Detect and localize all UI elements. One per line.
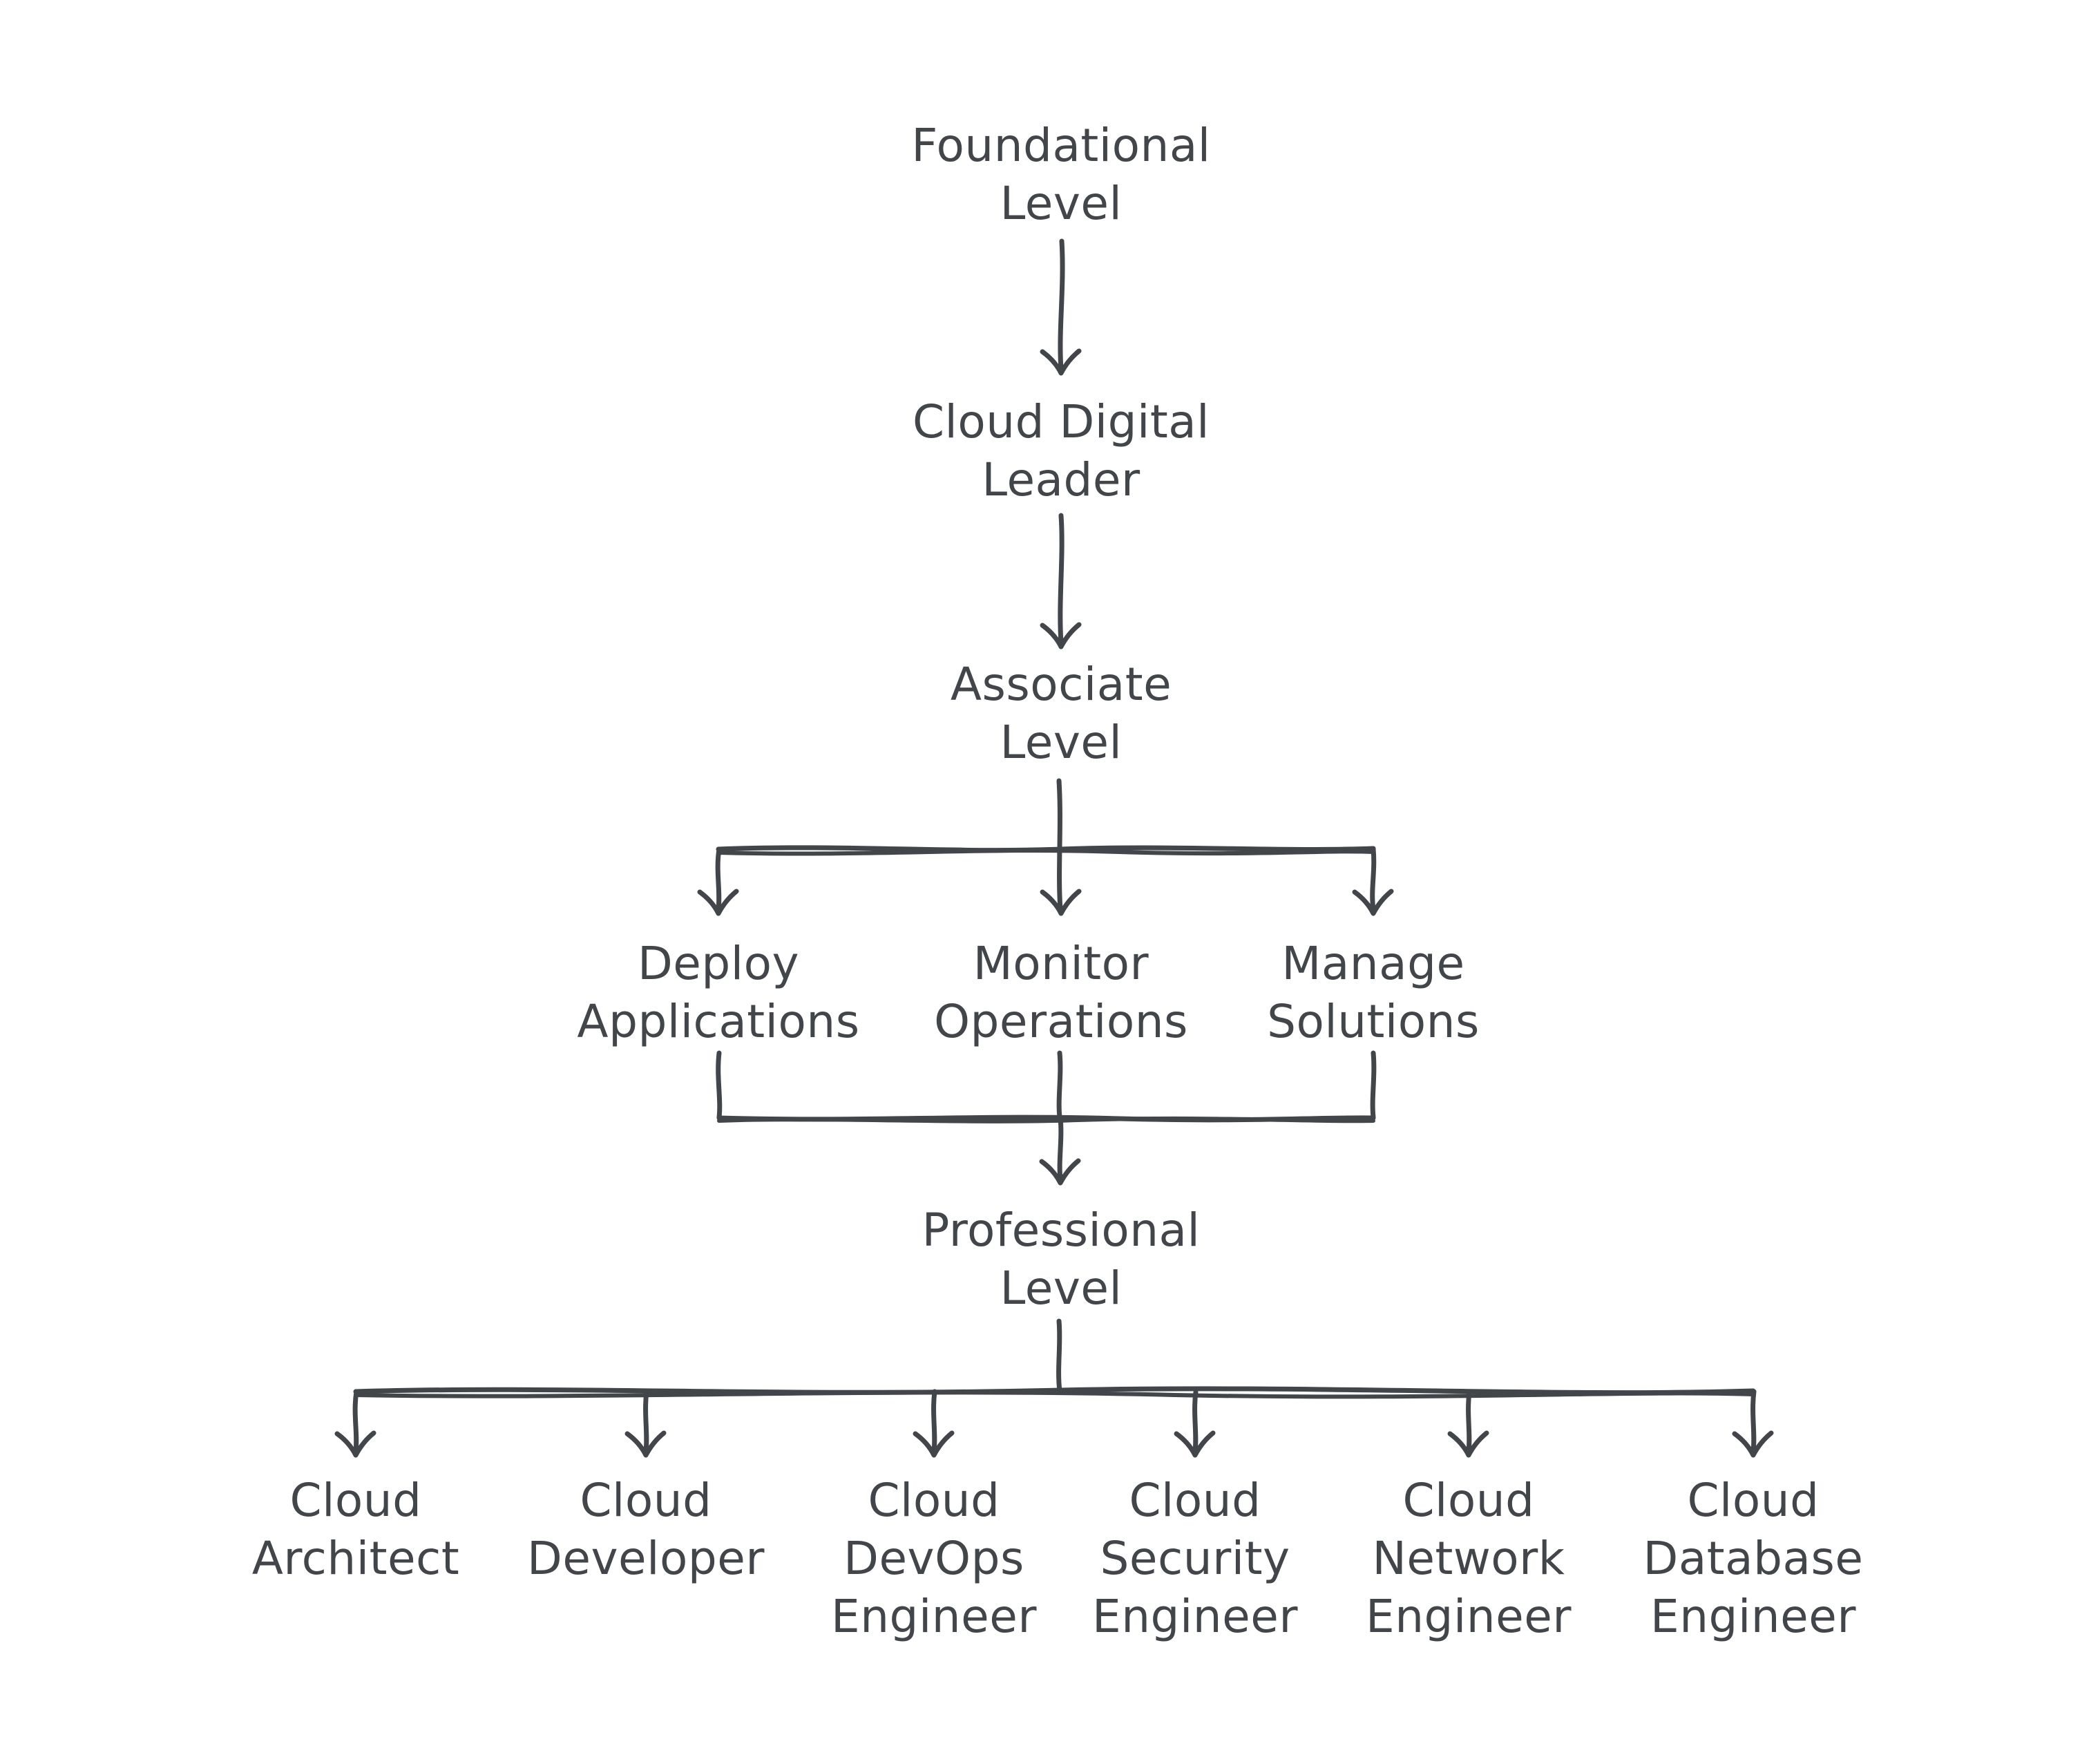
split-right-line: [1370, 846, 1377, 912]
split-right-arrowhead-icon: [1352, 889, 1394, 916]
fanout-center-line: [1056, 1318, 1062, 1394]
fanout-arrowhead-devops-icon: [913, 1430, 955, 1458]
node-cloud-developer: Cloud Developer: [527, 1474, 765, 1585]
edge-foundational-to-leader-arrowhead-icon: [1040, 348, 1082, 376]
edge-leader-to-associate-line: [1058, 513, 1065, 645]
fanout-line-security: [1192, 1389, 1199, 1454]
node-associate-level: Associate Level: [950, 658, 1172, 769]
fanout-line-developer: [643, 1389, 649, 1454]
merge-center-line: [1056, 1050, 1063, 1120]
node-cloud-network-engineer: Cloud Network Engineer: [1366, 1474, 1572, 1643]
node-cloud-database-engineer: Cloud Database Engineer: [1643, 1474, 1864, 1643]
node-cloud-security-engineer: Cloud Security Engineer: [1092, 1474, 1298, 1643]
node-cloud-architect: Cloud Architect: [251, 1474, 460, 1585]
node-cloud-digital-leader: Cloud Digital Leader: [912, 395, 1210, 506]
edge-foundational-to-leader-line: [1058, 238, 1065, 372]
fanout-arrowhead-database-icon: [1732, 1430, 1774, 1458]
node-cloud-devops-engineer: Cloud DevOps Engineer: [831, 1474, 1037, 1643]
node-manage-solutions: Manage Solutions: [1267, 937, 1480, 1048]
fanout-horizontal-line-overdraw: [354, 1390, 1755, 1399]
merge-left-line: [716, 1050, 723, 1120]
merge-horizontal-line-overdraw: [717, 1116, 1375, 1123]
split-center-arrowhead-icon: [1040, 889, 1082, 916]
node-monitor-operations: Monitor Operations: [934, 937, 1188, 1048]
fanout-arrowhead-network-icon: [1447, 1430, 1489, 1458]
fanout-line-database: [1750, 1389, 1757, 1454]
merge-to-professional-line: [1057, 1115, 1064, 1182]
node-deploy-applications: Deploy Applications: [577, 937, 860, 1048]
edge-leader-to-associate-arrowhead-icon: [1040, 622, 1082, 649]
fanout-arrowhead-developer-icon: [624, 1430, 667, 1458]
fanout-line-devops: [931, 1389, 937, 1454]
fanout-arrowhead-security-icon: [1174, 1430, 1216, 1458]
fanout-horizontal-line: [353, 1386, 1756, 1396]
split-horizontal-line-overdraw: [716, 848, 1375, 856]
split-center-line: [1056, 778, 1063, 912]
merge-to-professional-arrowhead-icon: [1039, 1158, 1081, 1186]
node-foundational-level: Foundational Level: [911, 119, 1211, 230]
fanout-arrowhead-architect-icon: [334, 1430, 376, 1458]
split-left-line: [715, 846, 722, 912]
fanout-line-architect: [352, 1389, 359, 1454]
node-professional-level: Professional Level: [922, 1204, 1201, 1315]
merge-right-line: [1370, 1050, 1377, 1120]
split-left-arrowhead-icon: [697, 889, 739, 916]
